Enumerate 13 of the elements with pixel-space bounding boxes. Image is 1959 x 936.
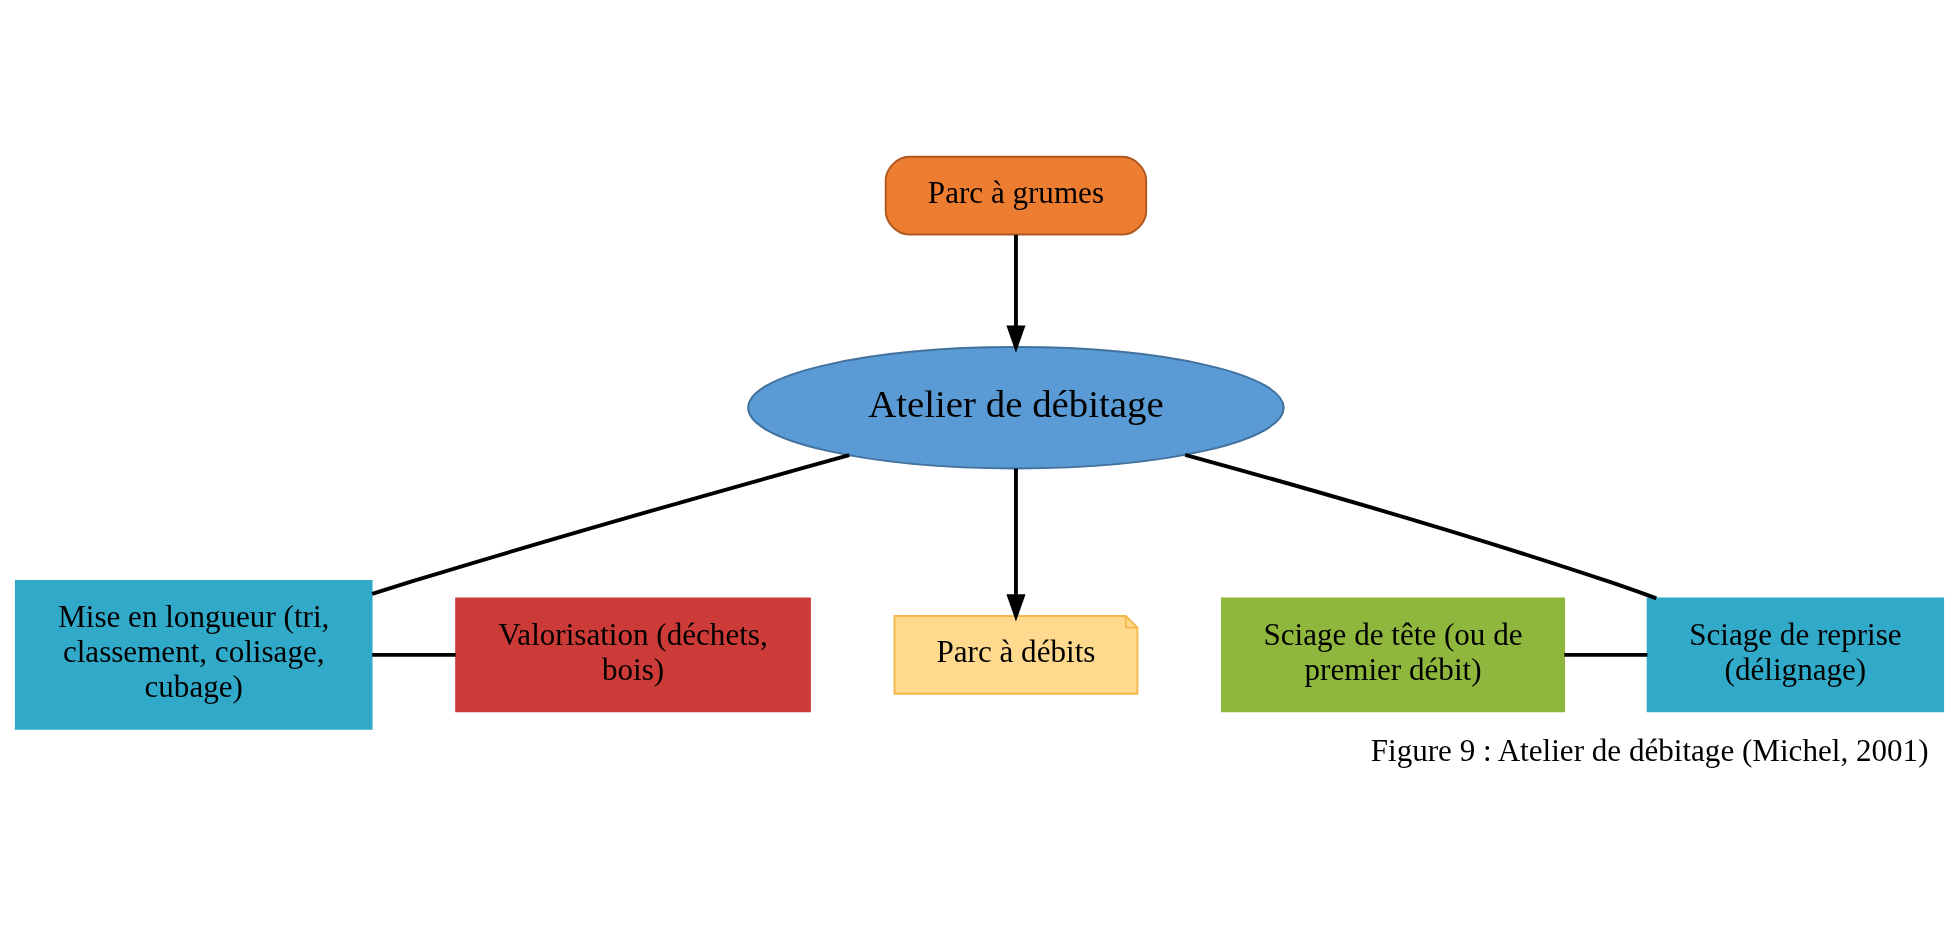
arrow — [1006, 468, 1026, 622]
connector — [372, 652, 456, 657]
node-box: Parc à grumes — [884, 155, 1148, 236]
connector — [371, 453, 850, 596]
connector — [1564, 652, 1648, 657]
node-ellipse: Atelier de débitage — [747, 346, 1285, 470]
arrow — [1006, 234, 1026, 353]
node-box: Sciage de reprise (délignage) — [1646, 597, 1945, 713]
connector — [1184, 452, 1657, 601]
node-box: Mise en longueur (tri, classement, colisage, cubage) — [14, 580, 373, 730]
node-box: Valorisation (déchets, bois) — [455, 597, 811, 713]
caption: Figure 9 : Atelier de débitage (Michel, 2001) — [1370, 733, 1929, 769]
node-box: Sciage de tête (ou de premier débit) — [1221, 597, 1566, 713]
